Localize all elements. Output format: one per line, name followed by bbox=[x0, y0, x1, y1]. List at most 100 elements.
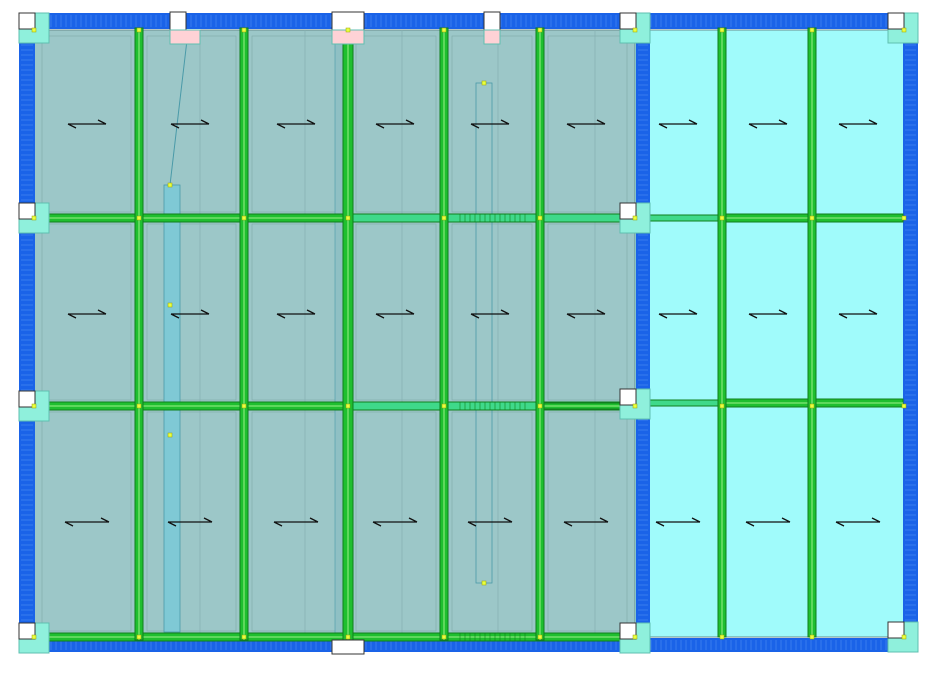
slab-layer bbox=[33, 29, 905, 638]
slab-zone-right bbox=[634, 29, 905, 638]
analysis-node bbox=[136, 634, 142, 640]
analysis-node bbox=[345, 215, 351, 221]
column-c1 bbox=[331, 11, 365, 31]
column-e4 bbox=[619, 622, 637, 640]
column-d1-cap bbox=[483, 29, 501, 45]
slab-panel-outline bbox=[41, 223, 132, 401]
analysis-node bbox=[901, 27, 907, 33]
one-way-span-arrow-icon bbox=[467, 517, 513, 527]
slab-panel-outline bbox=[547, 223, 628, 401]
perimeter-beam-middle bbox=[636, 30, 650, 637]
analysis-node bbox=[441, 27, 447, 33]
one-way-span-arrow-icon bbox=[67, 119, 107, 129]
one-way-span-arrow-icon bbox=[167, 517, 213, 527]
analysis-node bbox=[809, 403, 815, 409]
one-way-span-arrow-icon bbox=[170, 119, 210, 129]
slab-panel-outline bbox=[41, 411, 132, 632]
analysis-node bbox=[31, 27, 37, 33]
analysis-node bbox=[537, 634, 543, 640]
one-way-span-arrow-icon bbox=[276, 119, 316, 129]
analysis-node bbox=[31, 634, 37, 640]
column-a3 bbox=[18, 390, 36, 408]
analysis-node bbox=[241, 27, 247, 33]
one-way-span-arrow-icon bbox=[470, 119, 510, 129]
analysis-node bbox=[719, 27, 725, 33]
one-way-span-arrow-icon bbox=[748, 119, 788, 129]
one-way-span-arrow-icon bbox=[563, 517, 609, 527]
one-way-span-arrow-icon bbox=[566, 119, 606, 129]
slab-panel-outline bbox=[146, 223, 237, 401]
column-a2 bbox=[18, 202, 36, 220]
analysis-node bbox=[241, 634, 247, 640]
one-way-span-arrow-icon bbox=[745, 517, 791, 527]
one-way-span-arrow-icon bbox=[273, 517, 319, 527]
analysis-node bbox=[632, 634, 638, 640]
secondary-strip-center bbox=[334, 34, 344, 636]
analysis-node bbox=[537, 215, 543, 221]
analysis-node bbox=[441, 215, 447, 221]
analysis-node bbox=[31, 215, 37, 221]
column-e1 bbox=[619, 12, 637, 30]
analysis-node bbox=[345, 403, 351, 409]
column-b1 bbox=[169, 11, 187, 31]
node-layer bbox=[31, 27, 907, 640]
analysis-node bbox=[481, 80, 487, 86]
analysis-node bbox=[632, 403, 638, 409]
analysis-node bbox=[241, 403, 247, 409]
column-d1 bbox=[483, 11, 501, 31]
span-arrow-layer bbox=[64, 119, 881, 527]
column-b1-cap bbox=[169, 29, 201, 45]
slab-panel-outline bbox=[146, 411, 237, 632]
slab-panel-outline bbox=[547, 411, 628, 632]
one-way-span-arrow-icon bbox=[375, 119, 415, 129]
one-way-span-arrow-icon bbox=[170, 309, 210, 319]
one-way-span-arrow-icon bbox=[658, 119, 698, 129]
analysis-node bbox=[632, 27, 638, 33]
perimeter-beam-top bbox=[36, 13, 902, 29]
one-way-span-arrow-icon bbox=[838, 309, 878, 319]
analysis-node bbox=[167, 302, 173, 308]
column-f1 bbox=[887, 12, 905, 30]
analysis-node bbox=[136, 403, 142, 409]
one-way-span-arrow-icon bbox=[372, 517, 418, 527]
analysis-node bbox=[31, 403, 37, 409]
analysis-node bbox=[537, 27, 543, 33]
analysis-node bbox=[167, 432, 173, 438]
analysis-node bbox=[441, 634, 447, 640]
analysis-node bbox=[632, 215, 638, 221]
column-a1 bbox=[18, 12, 36, 30]
one-way-span-arrow-icon bbox=[67, 309, 107, 319]
column-c4 bbox=[331, 639, 365, 655]
slab-panel-outline bbox=[355, 35, 437, 213]
one-way-span-arrow-icon bbox=[658, 309, 698, 319]
one-way-span-arrow-icon bbox=[655, 517, 701, 527]
slab-zone-left bbox=[33, 29, 636, 638]
analysis-node bbox=[481, 580, 487, 586]
analysis-node bbox=[901, 403, 907, 409]
beam-row-2-right-a bbox=[649, 399, 723, 407]
analysis-node bbox=[901, 634, 907, 640]
analysis-node bbox=[719, 634, 725, 640]
analysis-node bbox=[537, 403, 543, 409]
analysis-node bbox=[719, 215, 725, 221]
analysis-node bbox=[241, 215, 247, 221]
analysis-node bbox=[345, 634, 351, 640]
beam-row-1-mid bbox=[347, 213, 637, 223]
column-f4 bbox=[887, 621, 905, 639]
one-way-span-arrow-icon bbox=[566, 309, 606, 319]
analysis-node bbox=[809, 215, 815, 221]
column-e2 bbox=[619, 202, 637, 220]
one-way-span-arrow-icon bbox=[470, 309, 510, 319]
one-way-span-arrow-icon bbox=[276, 309, 316, 319]
secondary-diagonal bbox=[169, 39, 188, 186]
perimeter-beam-right bbox=[903, 30, 918, 637]
slab-panel-outline bbox=[547, 35, 628, 213]
slab-panel-outline bbox=[355, 411, 437, 632]
analysis-node bbox=[809, 634, 815, 640]
one-way-span-arrow-icon bbox=[748, 309, 788, 319]
analysis-node bbox=[441, 403, 447, 409]
slab-panel-outline bbox=[41, 35, 132, 213]
beam-row-1-right-a bbox=[649, 214, 723, 222]
column-e3 bbox=[619, 388, 637, 406]
